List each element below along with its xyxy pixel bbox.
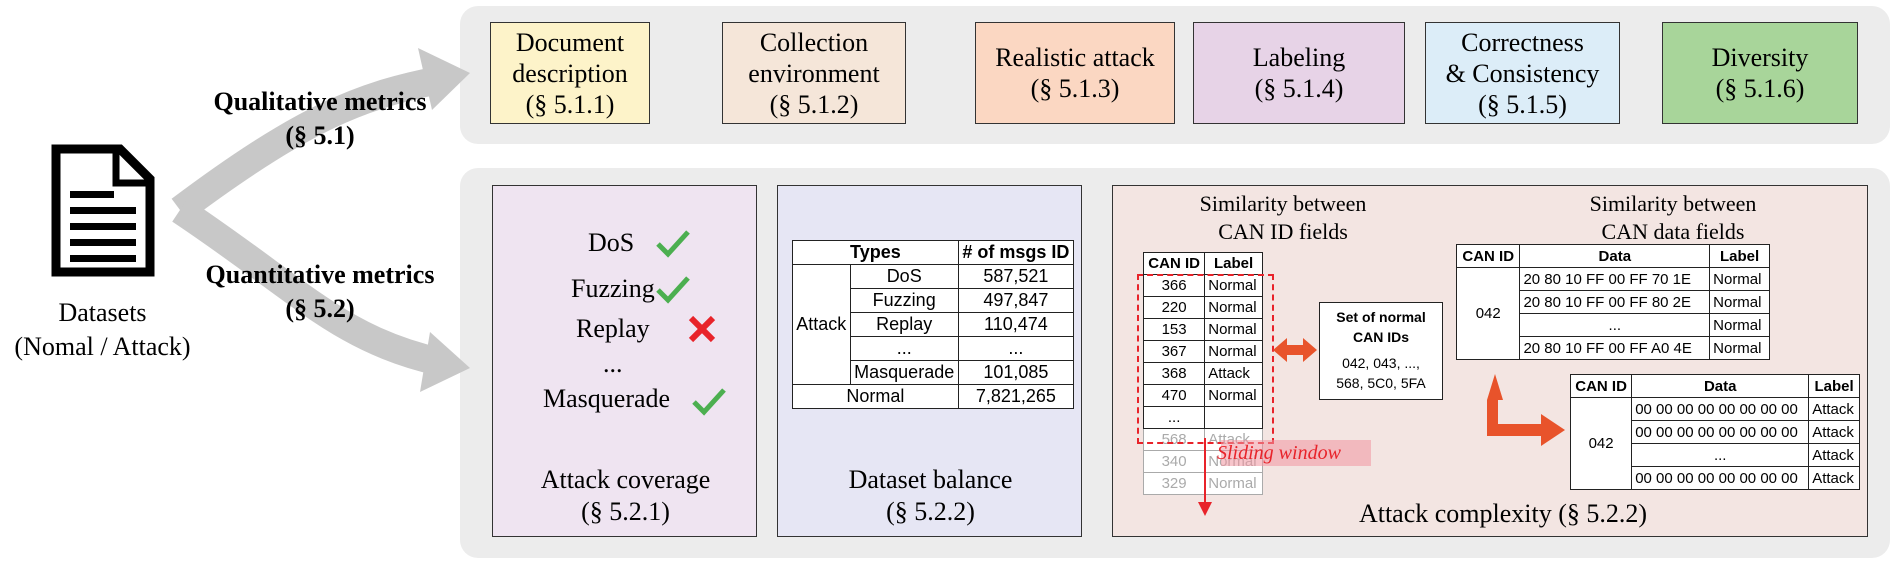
data2-cell: 00 00 00 00 00 00 00 00 [1631,420,1810,444]
attack-complexity-box: Similarity between CAN ID fields Similar… [1112,185,1868,537]
similarity-can-id-heading: Similarity between CAN ID fields [1199,191,1367,244]
data1-header-label: Label [1709,244,1770,268]
balance-header-types: Types [792,240,959,265]
sliding-window-label: Sliding window [1217,442,1341,464]
sliding-window-frame [1137,274,1274,444]
normal-can-ids-box: Set of normal CAN IDs 042, 043, ..., 568… [1319,302,1443,400]
data2-header-id: CAN ID [1569,374,1633,398]
data2-cell: 00 00 00 00 00 00 00 00 [1631,397,1810,421]
data2-cell: 00 00 00 00 00 00 00 00 [1631,466,1810,490]
data1-cell: ... [1519,313,1711,337]
canid-cell: 153 [1142,318,1206,341]
arrow-head-quantitative [420,332,470,392]
coverage-item-fuzzing: Fuzzing [571,274,655,303]
coverage-item-ellipsis: ... [603,349,623,378]
box-diversity: Diversity(§ 5.1.6) [1662,22,1858,124]
balance-count: 110,474 [957,312,1075,337]
data1-cell: 20 80 10 FF 00 FF 70 1E [1519,267,1711,291]
balance-group-attack: Attack [792,264,851,385]
balance-type: Fuzzing [849,288,959,313]
normal-set-ids: 568, 5C0, 5FA [1336,375,1426,391]
data1-label: Normal [1709,336,1770,360]
sliding-down-arrow-icon [1198,438,1212,516]
qualitative-panel [460,6,1890,144]
double-arrow-icon [1273,338,1317,362]
quantitative-metrics-label: Quantitative metrics (§ 5.2) [205,260,435,323]
cross-icon-replay [688,315,716,343]
canid-cell-faded: 329 [1142,472,1206,495]
document-icon [51,144,155,277]
box-correctness-consistency: Correctness& Consistency(§ 5.1.5) [1425,22,1620,124]
datasets-label: Datasets (Nomal / Attack) [14,298,191,361]
balance-count: ... [957,336,1075,361]
canid-label: Normal [1204,318,1263,341]
similarity-can-data-heading: Similarity between CAN data fields [1589,191,1757,244]
attack-coverage-caption: Attack coverage (§ 5.2.1) [540,465,711,526]
sliding-window-highlight [1221,440,1371,466]
coverage-item-dos: DoS [588,228,635,257]
data1-header-id: CAN ID [1455,244,1521,268]
data1-header-data: Data [1519,244,1711,268]
canid-label: Normal [1204,384,1263,407]
canid-cell: 368 [1142,362,1206,385]
canid-label-faded: Normal [1204,472,1263,495]
elbow-arrow-icon [1487,374,1565,446]
check-icon-fuzzing [656,276,690,304]
data2-header-label: Label [1808,374,1860,398]
balance-type-normal: Normal [792,384,959,409]
data2-cell: ... [1631,443,1810,467]
normal-set-ids: 042, 043, ..., [1342,355,1420,371]
box-realistic-attack: Realistic attack(§ 5.1.3) [975,22,1175,124]
balance-type: DoS [849,264,959,289]
coverage-item-replay: Replay [576,314,650,343]
attack-complexity-caption: Attack complexity (§ 5.2.2) [1358,499,1648,528]
balance-type: ... [849,336,959,361]
dataset-balance-caption: Dataset balance (§ 5.2.2) [848,465,1013,526]
data1-cell: 20 80 10 FF 00 FF A0 4E [1519,336,1711,360]
normal-set-title: CAN IDs [1352,329,1409,345]
attack-coverage-box: DoS Fuzzing Replay ... Masquerade Attack… [492,185,757,537]
balance-count: 497,847 [957,288,1075,313]
canid-label: Normal [1204,296,1263,319]
dataset-balance-table: Types # of msgs ID Attack DoS 587,521 Fu… [792,240,1075,409]
data2-label: Attack [1808,420,1860,444]
balance-type: Masquerade [849,360,959,385]
box-labeling: Labeling(§ 5.1.4) [1193,22,1405,124]
data2-label: Attack [1808,443,1860,467]
canid-header-label: Label [1204,252,1263,275]
check-icon-masquerade [692,388,726,416]
data2-label: Attack [1808,397,1860,421]
data1-cell: 20 80 10 FF 00 FF 80 2E [1519,290,1711,314]
check-icon-dos [656,230,690,258]
data1-label: Normal [1709,313,1770,337]
balance-type: Replay [849,312,959,337]
dataset-balance-box: Types # of msgs ID Attack DoS 587,521 Fu… [777,185,1082,537]
canid-label: Normal [1204,274,1263,297]
canid-cell-faded: 340 [1142,450,1206,473]
data1-can-id: 042 [1455,267,1521,360]
balance-count: 587,521 [957,264,1075,289]
balance-count-normal: 7,821,265 [957,384,1075,409]
qualitative-metrics-label: Qualitative metrics (§ 5.1) [213,87,427,150]
data2-label: Attack [1808,466,1860,490]
balance-count: 101,085 [957,360,1075,385]
data1-label: Normal [1709,290,1770,314]
canid-cell: 220 [1142,296,1206,319]
canid-header-id: CAN ID [1142,252,1206,275]
data2-header-data: Data [1631,374,1810,398]
data1-label: Normal [1709,267,1770,291]
coverage-item-masquerade: Masquerade [543,384,671,413]
canid-cell: ... [1142,406,1206,429]
balance-header-count: # of msgs ID [957,240,1075,265]
arrow-head-qualitative [418,48,470,110]
data2-can-id: 042 [1569,397,1633,490]
normal-set-title: Set of normal [1336,309,1426,325]
